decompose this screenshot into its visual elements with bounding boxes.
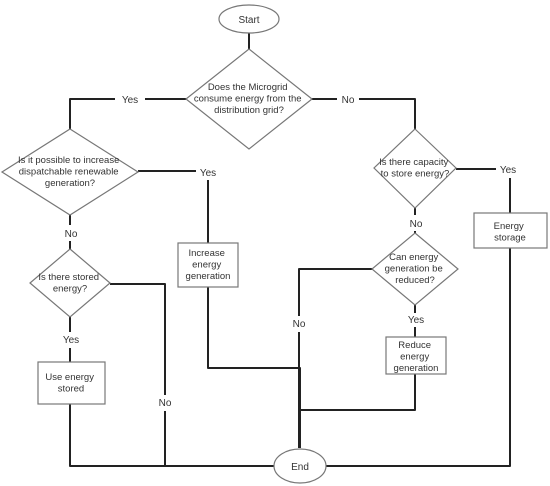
decision-increase-text: Is it possible to increase dispatchable … xyxy=(18,155,122,189)
label-reduce-no: No xyxy=(293,319,306,330)
process-use-energy-stored: Use energy stored xyxy=(37,361,106,405)
connector-use-to-end xyxy=(69,404,274,467)
start-node: Start xyxy=(218,4,280,34)
process-energy-storage: Energy storage xyxy=(473,212,548,249)
decision-consume-text: Does the Microgrid consume energy from t… xyxy=(194,82,304,116)
label-reduce-yes: Yes xyxy=(408,315,424,326)
decision-capacity-text: Is there capacity to store energy? xyxy=(379,157,451,180)
decision-capacity: Is there capacity to store energy? xyxy=(373,128,457,209)
decision-stored-energy: Is there stored energy? xyxy=(29,248,111,318)
decision-stored-text: Is there stored energy? xyxy=(38,272,101,295)
connector-consume-yes xyxy=(69,98,186,129)
label-increase-yes: Yes xyxy=(200,168,216,179)
label-stored-yes: Yes xyxy=(63,335,79,346)
label-increase-no: No xyxy=(65,229,78,240)
label-stored-no: No xyxy=(159,398,172,409)
start-label: Start xyxy=(238,15,259,26)
process-increase-generation: Increase energy generation xyxy=(177,242,239,288)
decision-increase-generation: Is it possible to increase dispatchable … xyxy=(0,128,140,216)
process-storage-text: Energy storage xyxy=(494,221,527,244)
connector-consume-no xyxy=(312,98,416,129)
process-reduce-generation: Reduce energy generation xyxy=(385,336,447,375)
connector-stored-no xyxy=(110,283,166,466)
decision-reduce: Can energy generation be reduced? xyxy=(371,232,459,306)
connector-storage-to-end xyxy=(326,248,511,467)
connector-increase-yes xyxy=(138,170,209,243)
process-use-text: Use energy stored xyxy=(45,372,96,395)
connector-increase-gen-to-end xyxy=(207,287,301,448)
end-node: End xyxy=(273,448,327,484)
decision-consume: Does the Microgrid consume energy from t… xyxy=(185,48,313,150)
label-capacity-yes: Yes xyxy=(500,165,516,176)
label-consume-no: No xyxy=(342,95,355,106)
connector-reduce-gen-to-end xyxy=(300,374,416,411)
connector-reduce-no xyxy=(298,268,373,448)
label-capacity-no: No xyxy=(410,219,423,230)
process-reduce-text: Reduce energy generation xyxy=(394,340,439,374)
end-label: End xyxy=(291,462,309,473)
edge-labels: Yes No Yes No Yes No Yes No No Yes xyxy=(58,91,522,411)
decision-reduce-text: Can energy generation be reduced? xyxy=(385,252,446,286)
process-increase-text: Increase energy generation xyxy=(186,248,231,282)
label-consume-yes: Yes xyxy=(122,95,138,106)
